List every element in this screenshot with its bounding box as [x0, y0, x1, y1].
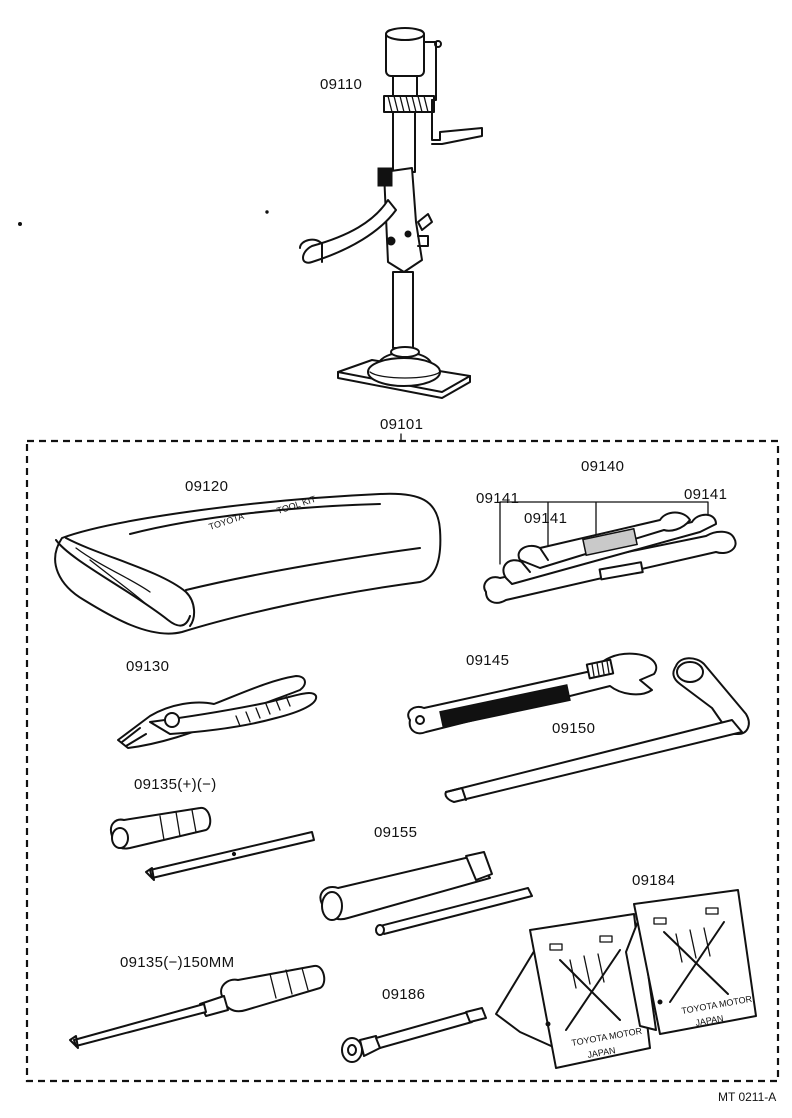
chock-left-stamp-line2: JAPAN: [587, 1045, 617, 1060]
flat-screwdriver-illustration: [69, 964, 326, 1049]
wheel-chocks-illustration: TOYOTA MOTOR JAPAN TOYOTA MOTOR JAPAN: [495, 889, 757, 1069]
label-pliers: 09130: [126, 658, 170, 675]
plug-wrench-illustration: [319, 851, 533, 936]
label-adjustable-wrench: 09145: [466, 652, 510, 669]
label-wrench-set: 09140: [581, 458, 625, 475]
label-wheel-chocks: 09184: [632, 872, 676, 889]
pliers-illustration: [117, 675, 318, 749]
label-combo-screwdriver: 09135(+)(−): [134, 776, 217, 793]
label-wrench-left: 09141: [476, 490, 520, 507]
kit-boundary: [25, 439, 780, 1083]
label-tool-bag: 09120: [185, 478, 229, 495]
label-kit: 09101: [380, 416, 424, 433]
label-wrench-right: 09141: [684, 486, 728, 503]
label-jack: 09110: [320, 76, 363, 93]
label-wrench-mid: 09141: [524, 510, 568, 527]
combo-screwdriver-illustration: [110, 806, 315, 881]
label-jack-handle: 09150: [552, 720, 596, 737]
label-flat-screwdriver: 09135(−)150MM: [120, 954, 235, 971]
adjustable-wrench-illustration: [407, 652, 658, 735]
label-plug-wrench: 09155: [374, 824, 418, 841]
chock-right-stamp-line2: JAPAN: [695, 1013, 725, 1028]
jack-illustration: [299, 27, 483, 399]
label-handle-extension: 09186: [382, 986, 426, 1003]
figure-code: MT 0211-A: [718, 1090, 777, 1104]
wrench-set-illustration: [483, 501, 737, 604]
handle-extension-illustration: [341, 1007, 487, 1063]
jack-handle-illustration: [444, 657, 750, 803]
tool-bag-illustration: TOYOTA TOOL KIT: [54, 492, 442, 635]
